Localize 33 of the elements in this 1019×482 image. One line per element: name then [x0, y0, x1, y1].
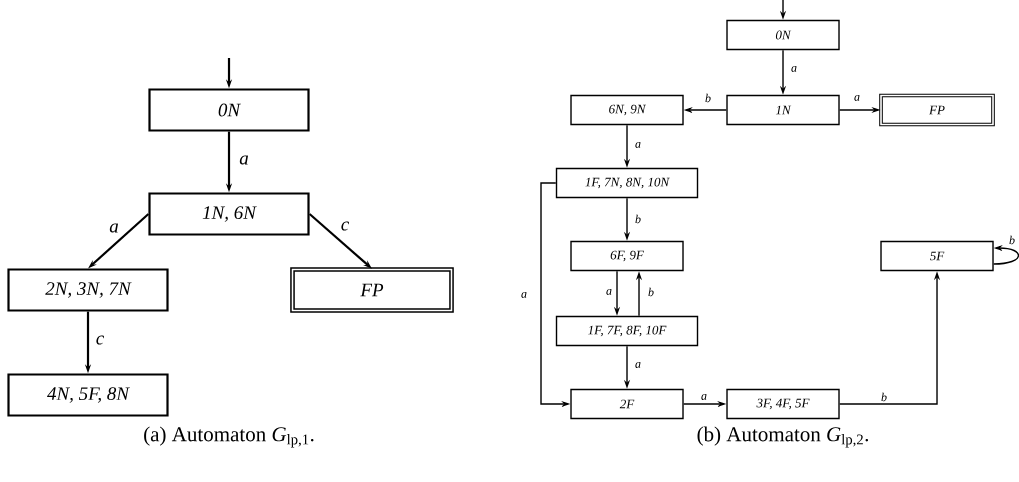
edge-label: c — [339, 220, 351, 232]
edge-label: c — [94, 334, 106, 346]
accepting-state-box: FP — [290, 267, 454, 313]
edge-label: a — [108, 222, 120, 234]
state-box: 1N, 6N — [148, 192, 310, 236]
state-box: 1N — [726, 94, 840, 126]
edge-label: a — [634, 141, 642, 149]
state-box: 2N, 3N, 7N — [7, 268, 169, 312]
edge-label: b — [704, 92, 712, 104]
edge-label: b — [1008, 234, 1016, 246]
accepting-state-box: FP — [879, 93, 995, 127]
caption: (a) Automaton G$_{lp,1}$. — [144, 426, 314, 448]
edge-label: a — [605, 288, 613, 296]
edge-label: a — [634, 361, 642, 369]
edge-label: b — [880, 391, 888, 403]
edge-label: a — [238, 154, 250, 166]
state-box: 3F, 4F, 5F — [726, 388, 840, 420]
state-box: 4N, 5F, 8N — [7, 373, 169, 417]
edge-label: a — [700, 393, 708, 401]
state-box: 5F — [880, 240, 994, 272]
state-box: 0N — [726, 19, 840, 51]
state-box: 2F — [570, 388, 684, 420]
caption: (b) Automaton G$_{lp,2}$. — [697, 426, 869, 448]
edge-label: a — [790, 65, 798, 73]
state-box: 1F, 7N, 8N, 10N — [555, 167, 699, 199]
edge-label: b — [634, 213, 642, 225]
state-box: 0N — [148, 88, 310, 132]
state-box: 6F, 9F — [570, 240, 684, 272]
state-box: 1F, 7F, 8F, 10F — [555, 315, 699, 347]
edge-label: a — [853, 94, 861, 102]
edge-label: a — [520, 291, 528, 299]
edge-label: b — [647, 286, 655, 298]
state-box: 6N, 9N — [570, 94, 684, 126]
